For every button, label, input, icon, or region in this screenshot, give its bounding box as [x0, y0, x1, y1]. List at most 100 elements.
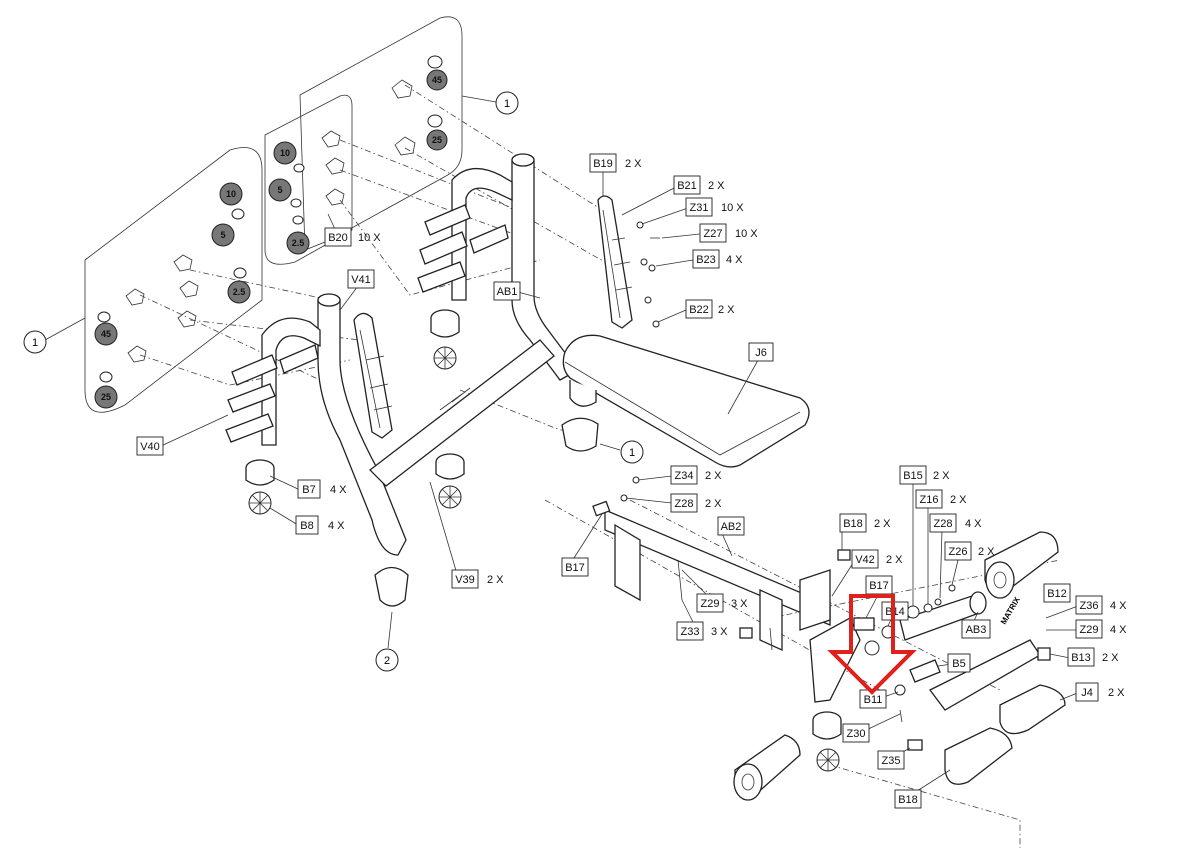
part-label-b22: B22	[685, 299, 713, 319]
part-id: Z35	[882, 755, 901, 767]
part-id: AB1	[497, 286, 518, 298]
part-qty: 2 X	[933, 470, 950, 482]
plate-horn	[419, 231, 468, 265]
plate-5-middle: 5	[268, 178, 302, 208]
part-qty: 2 X	[708, 180, 725, 192]
frame-v41-hook	[261, 317, 321, 446]
plate-45-right: 45	[426, 55, 448, 91]
part-id: Z28	[675, 498, 694, 510]
callout-2-right	[620, 440, 644, 464]
part-label-b11: B11	[859, 689, 887, 709]
part-label-b17: B17	[561, 557, 589, 577]
frame-v41-upright	[317, 299, 407, 556]
foot-pad-spokes	[249, 492, 271, 514]
plate-5-left: 5	[211, 223, 247, 279]
foot-cap-large	[374, 566, 409, 607]
plate-horn	[225, 413, 274, 443]
bolt-b23	[640, 258, 648, 266]
part-id: B18	[898, 794, 918, 806]
plate-25-right: 25	[426, 114, 448, 151]
part-id: Z33	[681, 626, 700, 638]
part-qty: 4 X	[328, 520, 345, 532]
part-label-b23: B23	[692, 249, 720, 269]
plate-25-label: 25	[432, 135, 442, 145]
part-id: B21	[677, 180, 697, 192]
callout-2-right-text: 1	[629, 447, 635, 459]
washer-z31	[636, 221, 644, 229]
part-label-b7: B7	[297, 479, 321, 499]
highlight-arrow-icon	[827, 594, 917, 695]
bolt-z26	[948, 584, 956, 592]
plate-panel-right-outline	[299, 16, 463, 251]
callout-1-top-text: 1	[504, 98, 510, 110]
j-hook-detail	[359, 329, 393, 429]
part-qty: 2 X	[625, 158, 642, 170]
part-id: B11	[864, 694, 883, 706]
assembly-line	[139, 354, 351, 386]
plate-45-left-label: 45	[101, 329, 111, 339]
part-id: B5	[952, 658, 965, 670]
part-id: AB2	[721, 521, 742, 533]
plate-holder-bracket	[321, 130, 341, 148]
part-id: Z16	[920, 494, 939, 506]
part-qty: 3 X	[711, 626, 728, 638]
part-id: AB3	[966, 624, 987, 636]
callout-leader	[387, 611, 393, 649]
part-label-j4: J4	[1075, 682, 1099, 702]
part-label-z16: Z16	[915, 489, 943, 509]
part-qty: 10 X	[735, 228, 758, 240]
tube-end	[511, 153, 535, 167]
frame-ab1-hook	[451, 168, 513, 301]
callout-leader	[599, 443, 621, 451]
part-label-b20: B20	[324, 227, 352, 247]
front-leg	[809, 617, 861, 703]
part-label-b15: B15	[899, 465, 927, 485]
leg-pad-j4	[999, 684, 1066, 735]
washer-b15	[906, 605, 920, 619]
part-label-v42: V42	[851, 549, 879, 569]
cross-tube-detail	[439, 387, 471, 411]
part-qty: 2 X	[487, 574, 504, 586]
leader-lines	[160, 172, 1081, 799]
plate-25-left: 25	[94, 371, 118, 409]
plate-10-label: 10	[280, 148, 290, 158]
tube-end	[317, 293, 341, 307]
callout-leader	[44, 317, 86, 341]
plate-45-label: 45	[432, 75, 442, 85]
callout-2-bottom-text: 2	[384, 655, 390, 667]
part-qty: 2 X	[1108, 687, 1125, 699]
part-id: B20	[328, 232, 348, 244]
callout-1-top	[495, 91, 519, 115]
callout-2-bottom	[375, 648, 399, 672]
part-id: Z27	[704, 228, 723, 240]
knob-b13	[1037, 647, 1051, 661]
part-id: B17	[565, 562, 585, 574]
callout-1-left-text: 1	[32, 337, 38, 349]
plate-10-left-label: 10	[226, 189, 236, 199]
plate-holder-bracket	[325, 188, 345, 206]
washer-z16	[923, 603, 933, 613]
foot-pad-spokes	[434, 347, 456, 369]
part-label-b12: B12	[1043, 583, 1071, 603]
part-label-v40: V40	[136, 436, 164, 456]
part-label-ab3: AB3	[961, 619, 991, 639]
part-qty: 4 X	[1110, 600, 1127, 612]
end-cap-b18	[837, 549, 851, 561]
part-id: B12	[1047, 588, 1067, 600]
part-label-ab2: AB2	[717, 516, 745, 536]
part-label-z28: Z28	[670, 493, 698, 513]
bushing-b17	[853, 617, 875, 631]
part-id: Z29	[701, 598, 720, 610]
plate-2.5-left-label: 2.5	[233, 287, 246, 297]
leg-pad-j4-lower	[944, 727, 1013, 785]
part-label-z29-right: Z29	[1075, 619, 1103, 639]
part-id: B18	[843, 518, 863, 530]
part-qty: 10 X	[721, 202, 744, 214]
base-plate	[799, 569, 831, 631]
part-label-j6: J6	[748, 342, 774, 362]
plate-holder-bracket	[325, 157, 345, 175]
part-id: V40	[140, 441, 160, 453]
part-id: B15	[903, 470, 923, 482]
part-label-b5: B5	[947, 653, 971, 673]
